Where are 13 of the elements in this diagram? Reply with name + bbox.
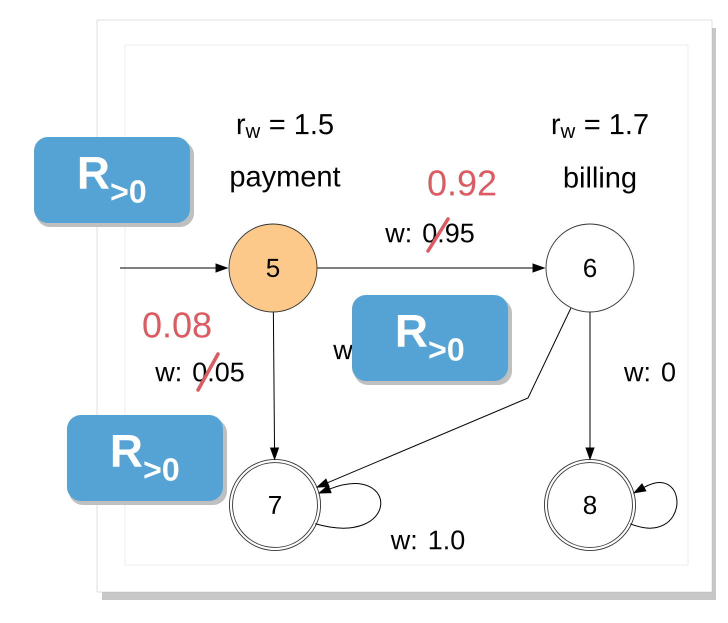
state-caption: payment <box>231 168 340 192</box>
correction-value: 0.92 <box>428 170 496 196</box>
self-loop-arrow <box>630 482 678 528</box>
self-loop-arrow <box>314 483 382 528</box>
badge: R$_{>0}$ <box>352 295 512 385</box>
state-caption: billing <box>564 166 636 194</box>
badge: R$_{>0}$ <box>34 137 194 227</box>
edge-label: w: 1.0 <box>390 529 466 551</box>
state-caption: r$_{w}$ = 1.7 <box>552 114 648 138</box>
state-caption: r$_{w}$ = 1.5 <box>238 114 333 138</box>
correction-value: 0.08 <box>143 312 210 338</box>
badge: R$_{>0}$ <box>67 415 227 505</box>
edge-label: w: 0 <box>623 361 677 383</box>
